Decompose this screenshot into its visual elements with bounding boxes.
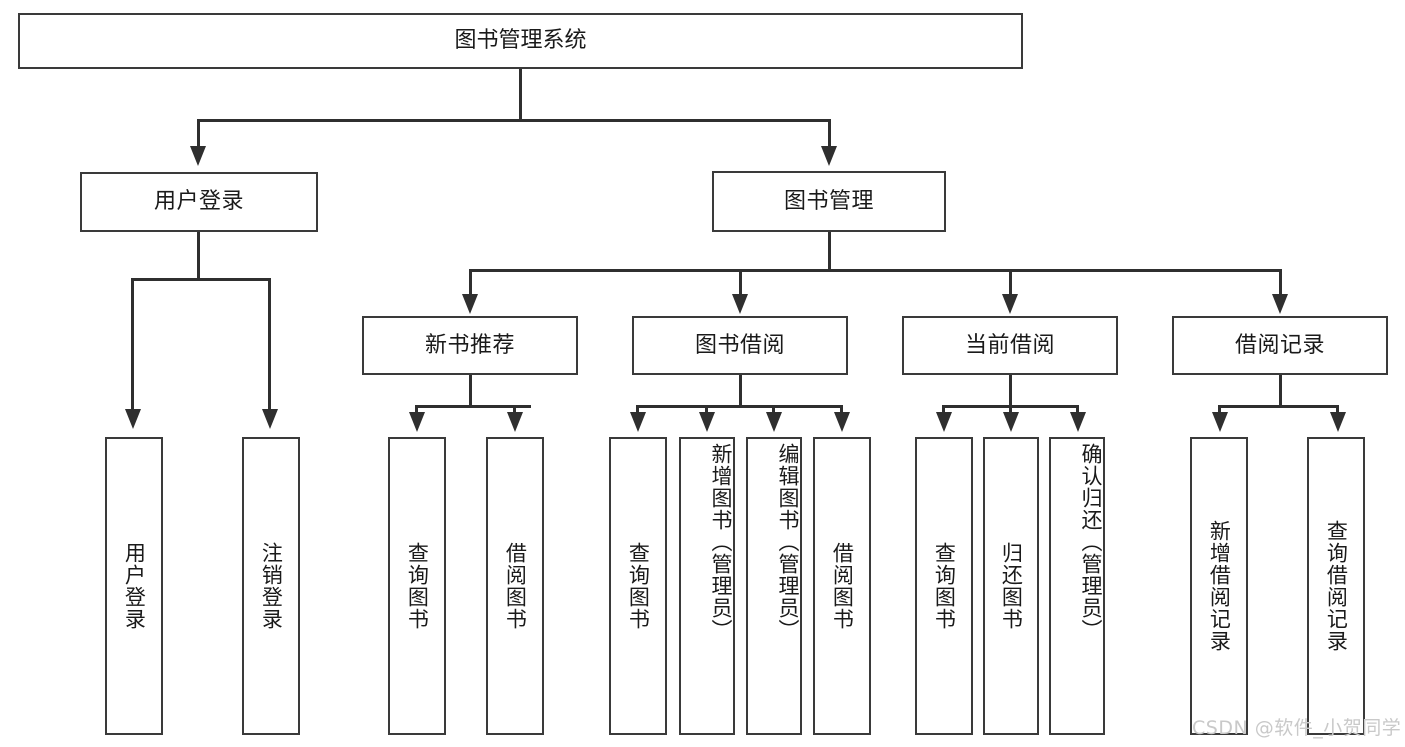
connector-borrow-to-leaf-3 xyxy=(772,405,775,414)
arrow-current-to-leaf-1 xyxy=(936,412,952,432)
leaf-user-login-label: 用户登录 xyxy=(122,542,147,630)
arrow-newbook-to-leaf-2 xyxy=(507,412,523,432)
leaf-return-books-label: 归还图书 xyxy=(999,542,1024,630)
connector-current-to-leaf-3 xyxy=(1076,405,1079,414)
connector-records-stem xyxy=(1279,375,1282,407)
node-borrow-records[interactable]: 借阅记录 xyxy=(1172,316,1388,375)
arrow-borrow-to-leaf-2 xyxy=(699,412,715,432)
arrow-borrow-to-leaf-4 xyxy=(834,412,850,432)
connector-borrow-to-leaf-1 xyxy=(636,405,639,414)
leaf-query-books-newbook-label: 查询图书 xyxy=(405,542,430,630)
arrow-borrow-to-leaf-3 xyxy=(766,412,782,432)
arrow-root-to-login xyxy=(190,146,206,166)
leaf-add-book-admin-label: 新增图书（管理员） xyxy=(709,443,733,641)
csdn-watermark: CSDN @软件_小贺同学 xyxy=(1192,717,1402,739)
node-current-borrow-label: 当前借阅 xyxy=(964,332,1055,358)
leaf-query-books-current[interactable]: 查询图书 xyxy=(915,437,973,735)
connector-borrow-stem xyxy=(739,375,742,407)
connector-newbook-to-leaf-1 xyxy=(415,405,418,414)
arrow-bookmgmt-to-l3-1 xyxy=(462,294,478,314)
arrow-login-to-leaf-2 xyxy=(262,409,278,429)
leaf-query-borrow-record-label: 查询借阅记录 xyxy=(1324,520,1349,652)
leaf-query-books-borrow[interactable]: 查询图书 xyxy=(609,437,667,735)
arrow-records-to-leaf-2 xyxy=(1330,412,1346,432)
arrow-records-to-leaf-1 xyxy=(1212,412,1228,432)
connector-login-to-leaf-2 xyxy=(268,278,271,411)
connector-current-stem xyxy=(1009,375,1012,407)
leaf-logout-login[interactable]: 注销登录 xyxy=(242,437,300,735)
connector-borrow-to-leaf-2 xyxy=(705,405,708,414)
node-user-login[interactable]: 用户登录 xyxy=(80,172,318,232)
leaf-user-login[interactable]: 用户登录 xyxy=(105,437,163,735)
leaf-borrow-books-newbook[interactable]: 借阅图书 xyxy=(486,437,544,735)
arrow-current-to-leaf-2 xyxy=(1003,412,1019,432)
leaf-query-books-newbook[interactable]: 查询图书 xyxy=(388,437,446,735)
connector-bookmgmt-to-l3-1 xyxy=(469,269,472,297)
connector-records-bar xyxy=(1218,405,1338,408)
connector-root-to-login xyxy=(197,119,200,146)
arrow-borrow-to-leaf-1 xyxy=(630,412,646,432)
connector-newbook-to-leaf-2 xyxy=(513,405,516,414)
connector-login-stem xyxy=(197,232,200,280)
connector-newbook-bar xyxy=(415,405,531,408)
node-new-book-recommend-label: 新书推荐 xyxy=(424,332,515,358)
connector-records-to-leaf-2 xyxy=(1336,405,1339,414)
node-root-system[interactable]: 图书管理系统 xyxy=(18,13,1023,69)
connector-bookmgmt-to-l3-4 xyxy=(1279,269,1282,297)
node-book-borrow-label: 图书借阅 xyxy=(694,332,785,358)
connector-root-stem xyxy=(519,69,522,120)
arrow-root-to-bookmgmt xyxy=(821,146,837,166)
leaf-add-borrow-record-label: 新增借阅记录 xyxy=(1207,520,1232,652)
connector-current-to-leaf-2 xyxy=(1009,405,1012,414)
leaf-borrow-books-newbook-label: 借阅图书 xyxy=(503,542,528,630)
leaf-borrow-books-borrow[interactable]: 借阅图书 xyxy=(813,437,871,735)
node-book-borrow[interactable]: 图书借阅 xyxy=(632,316,848,375)
leaf-edit-book-admin-label: 编辑图书（管理员） xyxy=(776,443,800,641)
connector-login-to-leaf-1 xyxy=(131,278,134,411)
arrow-bookmgmt-to-l3-4 xyxy=(1272,294,1288,314)
node-root-label: 图书管理系统 xyxy=(454,28,587,54)
connector-bookmgmt-to-l3-2 xyxy=(739,269,742,297)
node-book-management[interactable]: 图书管理 xyxy=(712,171,946,232)
leaf-add-borrow-record[interactable]: 新增借阅记录 xyxy=(1190,437,1248,735)
connector-borrow-bar xyxy=(636,405,842,408)
connector-login-bar xyxy=(131,278,268,281)
connector-bookmgmt-stem xyxy=(828,232,831,271)
connector-newbook-stem xyxy=(469,375,472,407)
node-current-borrow[interactable]: 当前借阅 xyxy=(902,316,1118,375)
leaf-borrow-books-borrow-label: 借阅图书 xyxy=(830,542,855,630)
leaf-confirm-return-admin[interactable]: 确认归还（管理员） xyxy=(1049,437,1105,735)
connector-records-to-leaf-1 xyxy=(1218,405,1221,414)
connector-bookmgmt-bar xyxy=(469,269,1281,272)
node-borrow-records-label: 借阅记录 xyxy=(1234,332,1325,358)
leaf-return-books[interactable]: 归还图书 xyxy=(983,437,1039,735)
leaf-add-book-admin[interactable]: 新增图书（管理员） xyxy=(679,437,735,735)
node-new-book-recommend[interactable]: 新书推荐 xyxy=(362,316,578,375)
leaf-edit-book-admin[interactable]: 编辑图书（管理员） xyxy=(746,437,802,735)
arrow-current-to-leaf-3 xyxy=(1070,412,1086,432)
arrow-bookmgmt-to-l3-2 xyxy=(732,294,748,314)
connector-current-to-leaf-1 xyxy=(942,405,945,414)
leaf-query-books-borrow-label: 查询图书 xyxy=(626,542,651,630)
leaf-query-books-current-label: 查询图书 xyxy=(932,542,957,630)
node-book-management-label: 图书管理 xyxy=(783,188,874,214)
leaf-confirm-return-admin-label: 确认归还（管理员） xyxy=(1079,443,1103,641)
leaf-query-borrow-record[interactable]: 查询借阅记录 xyxy=(1307,437,1365,735)
connector-borrow-to-leaf-4 xyxy=(840,405,843,414)
arrow-newbook-to-leaf-1 xyxy=(409,412,425,432)
arrow-login-to-leaf-1 xyxy=(125,409,141,429)
connector-bookmgmt-to-l3-3 xyxy=(1009,269,1012,297)
leaf-logout-login-label: 注销登录 xyxy=(259,542,284,630)
node-user-login-label: 用户登录 xyxy=(153,189,244,215)
arrow-bookmgmt-to-l3-3 xyxy=(1002,294,1018,314)
connector-root-bar xyxy=(197,119,831,122)
connector-root-to-bookmgmt xyxy=(828,119,831,146)
